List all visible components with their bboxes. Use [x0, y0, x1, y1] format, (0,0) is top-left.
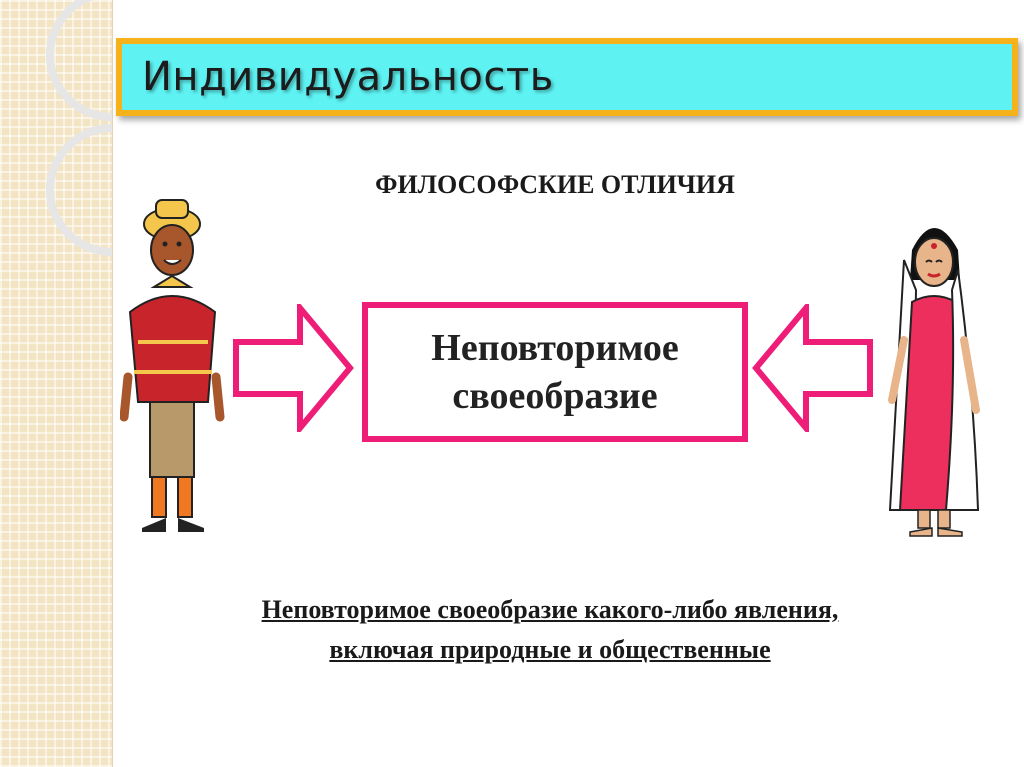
- slide-title: Индивидуальность: [142, 54, 554, 100]
- arrow-left-icon: [752, 304, 873, 432]
- man-figure-icon: [120, 199, 225, 532]
- woman-figure-icon: [888, 228, 980, 537]
- decorative-rings: [46, 0, 112, 256]
- caption-line-1: Неповторимое своеобразие какого-либо явл…: [261, 595, 839, 624]
- slide-subtitle: ФИЛОСОФСКИЕ ОТЛИЧИЯ: [375, 170, 735, 199]
- central-concept-line-2: своеобразие: [452, 375, 658, 417]
- arrow-right-icon: [233, 304, 354, 432]
- central-concept-box: Неповторимое своеобразие: [362, 302, 748, 442]
- title-bar: Индивидуальность: [116, 38, 1018, 116]
- caption-line-2: включая природные и общественные: [329, 635, 771, 664]
- central-concept-line-1: Неповторимое: [431, 327, 679, 369]
- definition-caption: Неповторимое своеобразие какого-либо явл…: [120, 590, 980, 670]
